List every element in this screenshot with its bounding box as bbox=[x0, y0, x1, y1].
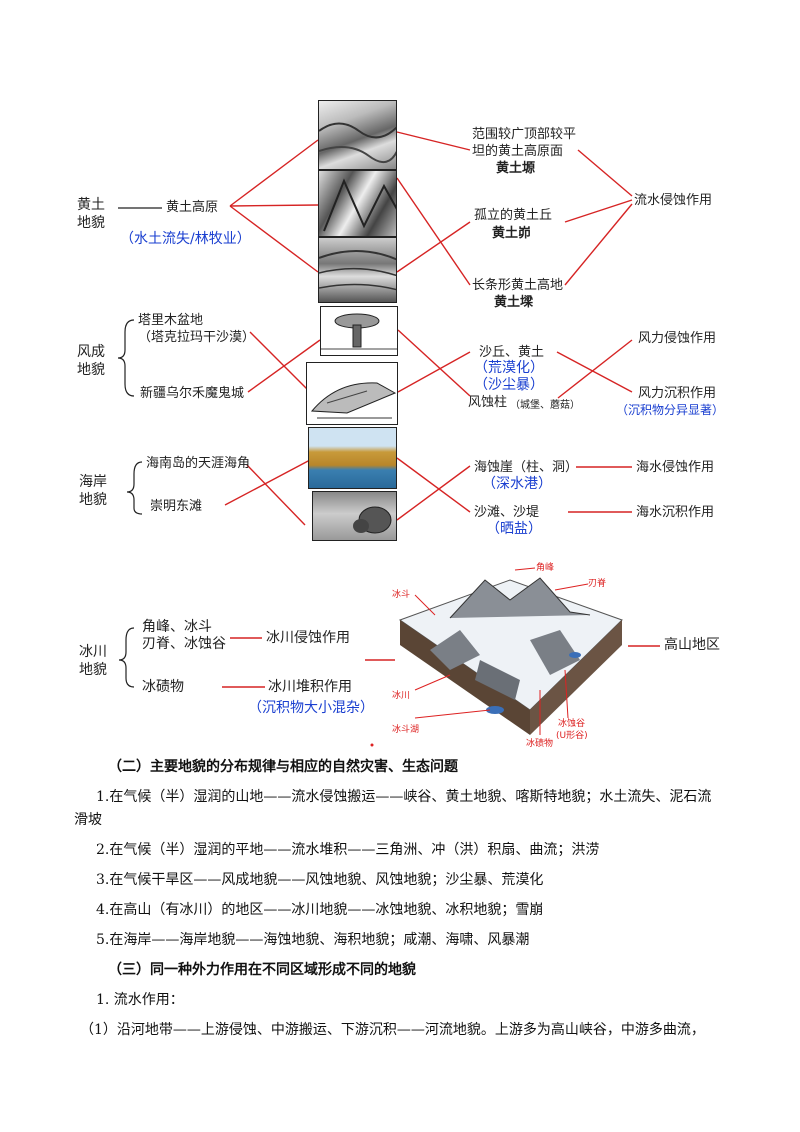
chongming-photo bbox=[312, 491, 397, 541]
glacial-group-label: 冰川地貌 bbox=[79, 644, 107, 678]
tianya-photo bbox=[308, 427, 397, 489]
section-3-heading: （三）同一种外力作用在不同区域形成不同的地貌 bbox=[108, 962, 416, 978]
loess-liang-desc: 长条形黄土高地 bbox=[472, 278, 564, 293]
section-3-item-1: 1. 流水作用： bbox=[96, 992, 184, 1008]
coastal-harbor-label: （深水港） bbox=[482, 476, 552, 492]
section-2-item-3: 3.在气候干旱区——风成地貌——风蚀地貌、风蚀地貌；沙尘暴、荒漠化 bbox=[96, 872, 544, 888]
coastal-erosion-landform: 海蚀崖（柱、洞） bbox=[474, 460, 579, 475]
glacial-unsorted-label: （沉积物大小混杂） bbox=[248, 700, 374, 716]
map-label-horn: 角峰 bbox=[536, 563, 555, 573]
aeolian-erosion-label: 风力侵蚀作用 bbox=[638, 331, 717, 346]
loess-problem-label: （水土流失/林牧业） bbox=[120, 231, 251, 247]
aeolian-xinjiang-label: 新疆乌尔禾魔鬼城 bbox=[140, 386, 245, 401]
map-label-u-valley: 冰蚀谷 bbox=[558, 719, 586, 729]
coastal-chongming-label: 崇明东滩 bbox=[150, 499, 203, 514]
section-2-heading: （二）主要地貌的分布规律与相应的自然灾害、生态问题 bbox=[108, 759, 458, 775]
aeolian-dunes-label: 沙丘、黄土 bbox=[479, 345, 545, 360]
section-3-item-1-1: （1）沿河地带——上游侵蚀、中游搬运、下游沉积——河流地貌。上游多为高山峡谷，中… bbox=[80, 1022, 705, 1038]
aeolian-sorting-label: （沉积物分异显著） bbox=[616, 403, 725, 417]
loess-plateau-label: 黄土高原 bbox=[166, 200, 219, 215]
section-2-item-4: 4.在高山（有冰川）的地区——冰川地貌——冰蚀地貌、冰积地貌；雪崩 bbox=[96, 902, 544, 918]
aeolian-deposition-label: 风力沉积作用 bbox=[638, 386, 717, 401]
section-2-item-5: 5.在海岸——海岸地貌——海蚀地貌、海积地貌；咸潮、海啸、风暴潮 bbox=[96, 932, 530, 948]
glacial-aretes-label: 刃脊、冰蚀谷 bbox=[142, 636, 226, 652]
yardang-photo bbox=[306, 362, 398, 425]
glacial-erosion-label: 冰川侵蚀作用 bbox=[266, 630, 350, 646]
loess-liang-photo bbox=[318, 237, 397, 303]
loess-yuan-name: 黄土塬 bbox=[496, 161, 536, 176]
coastal-hainan-label: 海南岛的天涯海角 bbox=[146, 456, 251, 471]
coastal-erosion-label: 海水侵蚀作用 bbox=[636, 460, 715, 475]
glacier-block-diagram: 角峰 刃脊 冰斗 冰川 冰斗湖 冰碛物 冰蚀谷 (U形谷) bbox=[390, 560, 630, 750]
map-label-moraine: 冰碛物 bbox=[526, 739, 554, 749]
loess-mao-desc: 孤立的黄土丘 bbox=[474, 208, 553, 223]
loess-group-label: 黄土地貌 bbox=[77, 197, 105, 231]
loess-yuan-desc: 范围较广顶部较平坦的黄土高原面 bbox=[472, 127, 577, 159]
glacial-peaks-label: 角峰、冰斗 bbox=[142, 619, 212, 635]
aeolian-sandstorm-label: （沙尘暴） bbox=[474, 377, 544, 393]
connector-lines bbox=[117, 131, 660, 747]
map-label-cirque: 冰斗 bbox=[392, 590, 411, 600]
map-label-glacier: 冰川 bbox=[392, 691, 411, 701]
mushroom-rock-photo bbox=[320, 306, 398, 356]
glacial-moraine-label: 冰碛物 bbox=[142, 679, 184, 695]
loess-mao-photo bbox=[318, 170, 397, 237]
section-2-item-1: 1.在气候（半）湿润的山地——流水侵蚀搬运——峡谷、黄土地貌、喀斯特地貌；水土流… bbox=[74, 789, 712, 828]
loess-yuan-photo bbox=[318, 100, 397, 170]
map-label-cirque-lake: 冰斗湖 bbox=[392, 725, 420, 735]
coastal-group-label: 海岸地貌 bbox=[79, 474, 107, 508]
aeolian-group-label: 风成地貌 bbox=[77, 344, 105, 378]
aeolian-taklimakan-label: （塔克拉玛干沙漠） bbox=[138, 330, 256, 345]
aeolian-mushroom-note: （城堡、蘑菇） bbox=[510, 400, 580, 411]
map-label-arete: 刃脊 bbox=[588, 579, 607, 589]
aeolian-tarim-label: 塔里木盆地 bbox=[138, 313, 204, 328]
map-label-u-valley-note: (U形谷) bbox=[556, 731, 588, 741]
glacial-region-label: 高山地区 bbox=[664, 637, 720, 653]
coastal-salt-label: （晒盐） bbox=[486, 521, 542, 537]
loess-mao-name: 黄土峁 bbox=[492, 226, 532, 241]
section-2: （二）主要地貌的分布规律与相应的自然灾害、生态问题 1.在气候（半）湿润的山地—… bbox=[74, 756, 746, 1042]
section-2-item-2: 2.在气候（半）湿润的平地——流水堆积——三角洲、冲（洪）积扇、曲流；洪涝 bbox=[96, 842, 600, 858]
coastal-deposition-landform: 沙滩、沙堤 bbox=[474, 505, 540, 520]
loess-process-label: 流水侵蚀作用 bbox=[634, 193, 713, 208]
aeolian-mushroom-label: 风蚀柱 bbox=[468, 395, 508, 410]
loess-liang-name: 黄土墚 bbox=[494, 295, 534, 310]
glacial-deposition-label: 冰川堆积作用 bbox=[268, 679, 352, 695]
aeolian-desertification-label: （荒漠化） bbox=[474, 360, 544, 376]
coastal-deposition-label: 海水沉积作用 bbox=[636, 505, 715, 520]
